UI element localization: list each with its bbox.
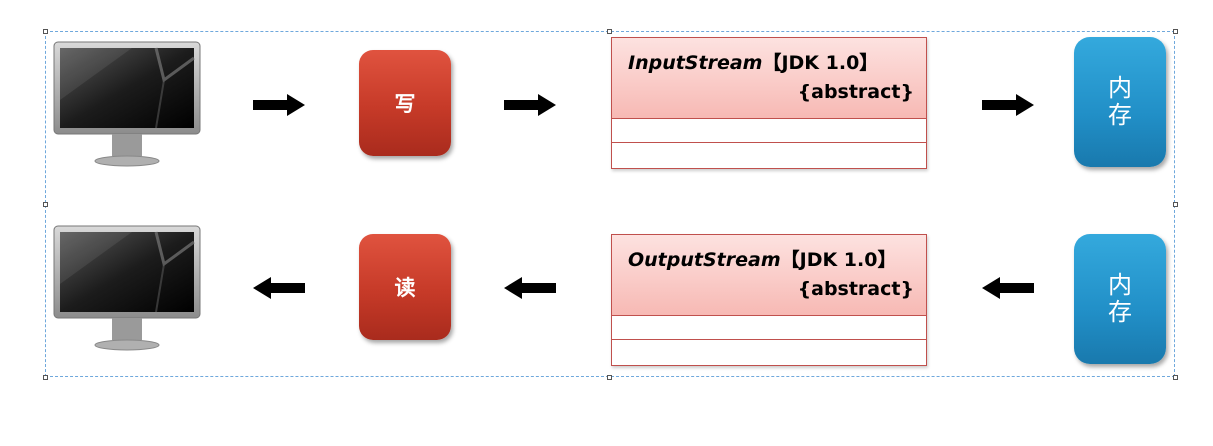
write-box[interactable]: 写 xyxy=(359,50,451,156)
class-version: 【JDK 1.0】 xyxy=(762,52,879,74)
class-methods-row xyxy=(612,340,926,364)
class-version: 【JDK 1.0】 xyxy=(780,249,897,271)
right-arrow-icon xyxy=(504,94,556,116)
memory-box[interactable]: 内存 xyxy=(1074,37,1166,167)
selection-handle-tr[interactable] xyxy=(1173,29,1178,34)
selection-frame[interactable] xyxy=(45,31,1175,377)
read-box[interactable]: 读 xyxy=(359,234,451,340)
class-attributes-row xyxy=(612,316,926,340)
write-label: 写 xyxy=(394,92,416,116)
class-stereotype: {abstract} xyxy=(797,81,914,103)
class-header: OutputStream【JDK 1.0】 {abstract} xyxy=(612,235,926,316)
inputstream-class-box[interactable]: InputStream【JDK 1.0】 {abstract} xyxy=(611,37,927,169)
class-methods-row xyxy=(612,143,926,167)
right-arrow-icon xyxy=(982,94,1034,116)
left-arrow-icon xyxy=(253,277,305,299)
outputstream-class-box[interactable]: OutputStream【JDK 1.0】 {abstract} xyxy=(611,234,927,366)
class-header: InputStream【JDK 1.0】 {abstract} xyxy=(612,38,926,119)
class-attributes-row xyxy=(612,119,926,143)
left-arrow-icon xyxy=(982,277,1034,299)
class-stereotype: {abstract} xyxy=(797,278,914,300)
memory-label: 内存 xyxy=(1108,74,1132,129)
monitor-icon xyxy=(53,41,201,167)
selection-handle-mr[interactable] xyxy=(1173,202,1178,207)
memory-label: 内存 xyxy=(1108,271,1132,326)
class-name: OutputStream xyxy=(628,249,781,271)
selection-handle-ml[interactable] xyxy=(43,202,48,207)
selection-handle-tm[interactable] xyxy=(607,29,612,34)
left-arrow-icon xyxy=(504,277,556,299)
read-label: 读 xyxy=(394,276,416,300)
selection-handle-br[interactable] xyxy=(1173,375,1178,380)
memory-box[interactable]: 内存 xyxy=(1074,234,1166,364)
right-arrow-icon xyxy=(253,94,305,116)
selection-handle-bm[interactable] xyxy=(607,375,612,380)
selection-handle-tl[interactable] xyxy=(43,29,48,34)
selection-handle-bl[interactable] xyxy=(43,375,48,380)
class-name: InputStream xyxy=(628,52,763,74)
monitor-icon xyxy=(53,225,201,351)
